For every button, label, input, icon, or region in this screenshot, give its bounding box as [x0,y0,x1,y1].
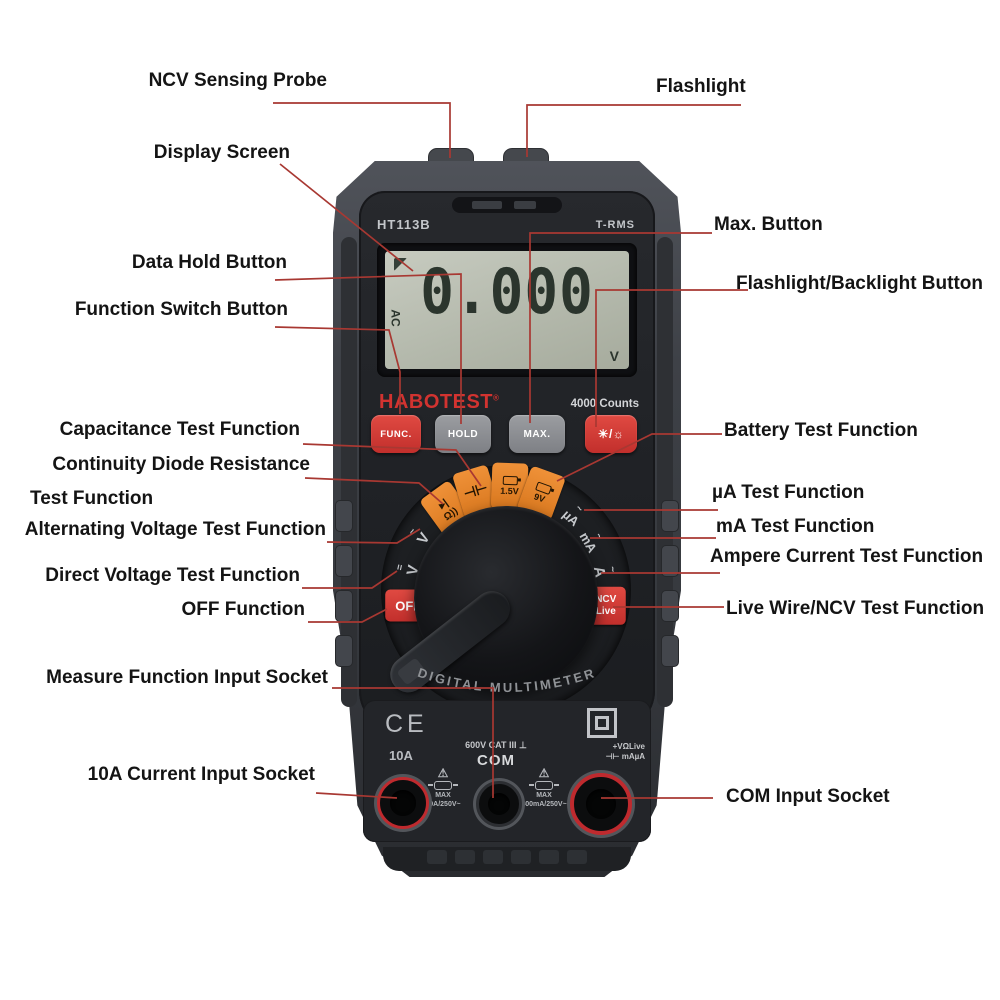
cat-rating-label: 600V CAT III ⊥ [465,740,527,750]
label-com-input-socket: COM Input Socket [726,786,890,807]
fuse-icon [428,781,458,790]
ten-amp-jack-label: 10A [389,748,413,763]
label-ncv-sensing-probe: NCV Sensing Probe [148,70,327,91]
grip-ridge [335,635,353,667]
label-continuity-diode-resistance: Continuity Diode Resistance [52,454,310,475]
label-off-function: OFF Function [181,599,305,620]
label-ma-test-function: mA Test Function [716,516,875,537]
max-button: MAX. [509,415,565,453]
label-measure-function-input-socket: Measure Function Input Socket [46,667,328,688]
label-flashlight-backlight-button: Flashlight/Backlight Button [736,273,983,294]
dial-ua-position: ~ µA [559,502,585,530]
label-10a-current-input-socket: 10A Current Input Socket [87,764,315,785]
svg-text:DIGITAL MULTIMETER: DIGITAL MULTIMETER [416,665,598,695]
label-battery-test-function: Battery Test Function [724,420,918,441]
flashlight-backlight-button: ☀/☼ [585,415,637,453]
label-display-screen: Display Screen [153,142,290,163]
lcd-reading: 0.000 [420,256,594,329]
ir-window [452,197,562,213]
double-insulation-icon [587,708,617,738]
label-alternating-voltage-test: Alternating Voltage Test Function [24,519,326,540]
dial-knob [383,506,598,700]
battery-icon [502,475,518,485]
10a-input-socket [377,777,429,829]
bottom-ribs [383,847,631,871]
ce-mark: CE [385,710,428,738]
grip-ridge [661,635,679,667]
display-screen: 0.000 AC V [385,251,629,369]
multimeter-device: HT113B T-RMS 0.000 AC V HABOTEST® 4000 C… [333,147,681,877]
label-data-hold-button: Data Hold Button [131,252,287,273]
grip-ridge [661,590,679,622]
fuse-warning-right: ⚠ MAX 400mA/250V~ [513,767,575,810]
dial-acv-position: ~ V [406,526,434,548]
func-button: FUNC. [371,415,421,453]
grip-ridge [335,545,353,577]
display-bezel: 0.000 AC V [377,243,637,377]
grip-ridge [335,500,353,532]
grip-ridge [661,545,679,577]
counts-label: 4000 Counts [570,398,639,410]
com-input-socket [476,781,522,827]
label-max-button: Max. Button [714,214,823,235]
fuse-icon [529,781,559,790]
label-function-switch-button: Function Switch Button [74,299,288,320]
label-capacitance-test: Capacitance Test Function [59,419,300,440]
grip-ridge [335,590,353,622]
label-live-wire-ncv-test-function: Live Wire/NCV Test Function [726,598,985,619]
front-panel: HT113B T-RMS 0.000 AC V HABOTEST® 4000 C… [359,191,655,731]
grip-ridge [661,500,679,532]
trms-label: T-RMS [595,219,635,231]
arc-text: DIGITAL MULTIMETER [416,665,598,695]
measure-input-socket [570,773,632,835]
warning-icon: ⚠ [538,766,550,780]
lcd-unit-indicator: V [609,348,619,364]
model-number: HT113B [377,217,431,232]
hold-button: HOLD [435,415,491,453]
label-ampere-current-test-function: Ampere Current Test Function [710,546,984,567]
label-test-function: Test Function [30,488,154,509]
label-direct-voltage-test: Direct Voltage Test Function [45,565,300,586]
label-flashlight: Flashlight [656,76,746,97]
measure-jack-label: +VΩLive ⊣⊢ mAµA [605,742,645,762]
warning-icon: ⚠ [437,766,449,780]
registered-mark: ® [493,393,500,403]
label-ua-test-function: µA Test Function [712,482,865,503]
brand-logo: HABOTEST® [379,391,500,413]
lcd-ac-indicator: AC [388,309,403,327]
